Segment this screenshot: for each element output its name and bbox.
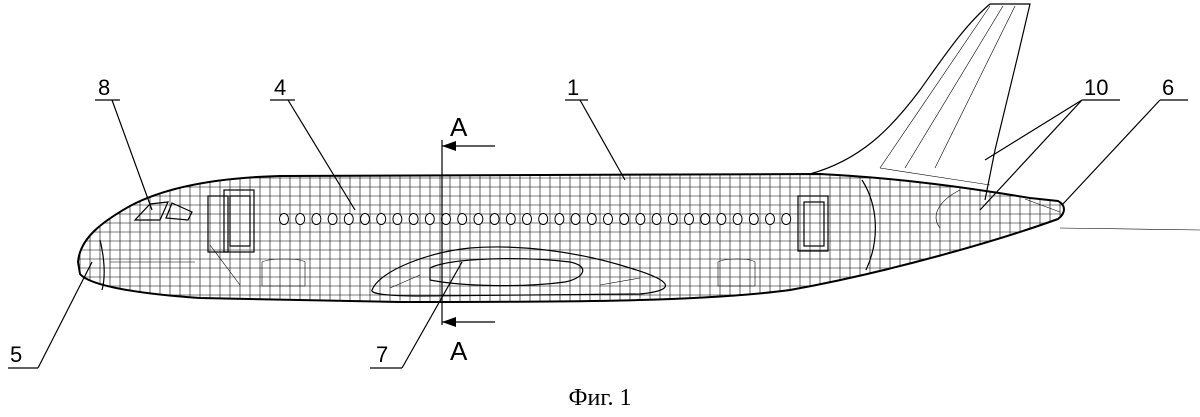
cabin-windows [279,213,792,225]
label-8: 8 [98,75,110,100]
label-1: 1 [567,75,579,100]
section-letter-bottom: А [450,336,468,366]
label-7: 7 [376,342,388,367]
section-letter-top: А [450,112,468,142]
doors [207,189,829,253]
label-4: 4 [274,75,286,100]
interior-details [110,244,756,287]
label-10: 10 [1084,75,1108,100]
fuselage-structure-grid [78,174,1064,302]
callouts: 1 4 8 5 7 10 6 [8,75,1188,369]
cockpit-windows [133,201,193,221]
figure-caption: Фиг. 1 [569,385,632,411]
label-6: 6 [1162,75,1174,100]
wing-fairing [371,246,666,297]
vertical-tail [809,3,1031,201]
section-line-a-a: А А [441,112,495,366]
label-5: 5 [10,342,22,367]
